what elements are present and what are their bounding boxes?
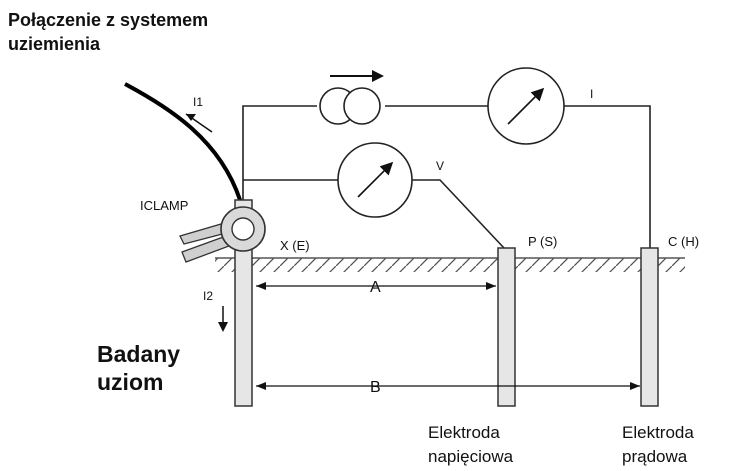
header-line-2: uziemienia [8, 34, 101, 54]
dimension-b-line [256, 382, 640, 390]
dimension-b-label: B [370, 379, 381, 396]
circuit-wires [242, 105, 651, 252]
current-electrode-line-2: prądowa [622, 447, 688, 466]
tested-electrode-line-1: Badany [97, 341, 180, 367]
dimension-a-line [256, 282, 496, 290]
voltage-electrode-line-1: Elektroda [428, 423, 500, 442]
voltmeter-label: V [436, 159, 444, 173]
header-line-1: Połączenie z systemem [8, 10, 208, 30]
ammeter-icon [487, 67, 565, 145]
ground-surface [215, 257, 685, 272]
current-electrode-line-1: Elektroda [622, 423, 694, 442]
current-direction-arrow [330, 70, 384, 82]
voltmeter-icon [337, 142, 413, 218]
dimension-a-label: A [370, 279, 381, 296]
i1-arrow-icon [185, 113, 213, 133]
iclamp-label: ICLAMP [140, 198, 188, 213]
current-source-icon [319, 87, 381, 125]
p-s-label: P (S) [528, 234, 557, 249]
tested-electrode-line-2: uziom [97, 369, 163, 395]
i2-arrow-icon [218, 306, 228, 332]
voltage-electrode-rod [497, 247, 516, 407]
grounding-cable [124, 82, 242, 201]
iclamp-icon [179, 206, 266, 263]
voltage-electrode-line-2: napięciowa [428, 447, 514, 466]
x-e-label: X (E) [280, 238, 310, 253]
ammeter-label: I [590, 87, 593, 101]
current-electrode-rod [640, 247, 659, 407]
c-h-label: C (H) [668, 234, 699, 249]
i2-label: I2 [203, 289, 213, 303]
i1-label: I1 [193, 95, 203, 109]
tested-electrode-rod [234, 199, 253, 407]
